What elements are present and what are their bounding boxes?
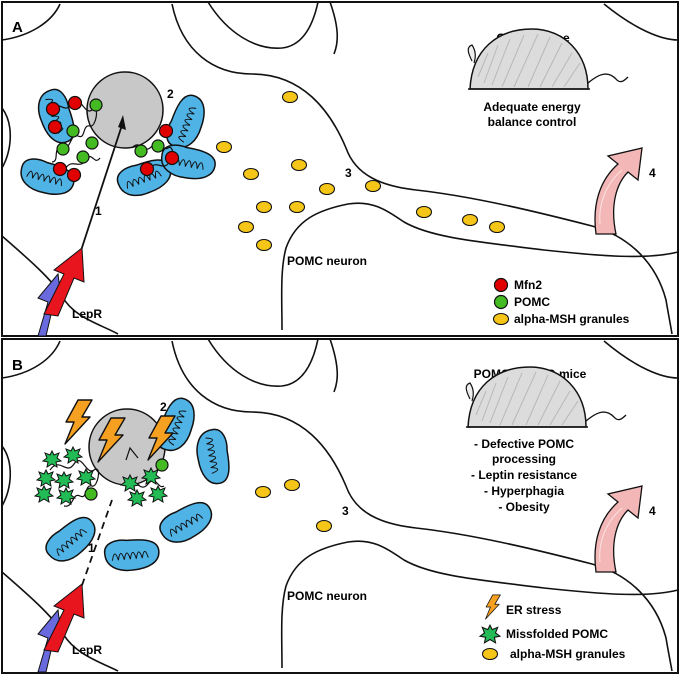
legend-item: alpha-MSH granules	[514, 312, 630, 326]
granule-legend-swatch	[492, 312, 510, 326]
panel-b-letter: B	[12, 357, 23, 374]
cell-outline	[1, 445, 12, 507]
outcome-line: balance control	[488, 115, 577, 129]
step-4-label: 4	[649, 166, 656, 180]
panel-b: B	[1, 338, 679, 674]
pomc-marker	[155, 458, 169, 472]
legend-item: ER stress	[506, 603, 562, 617]
pomc-legend-swatch	[493, 294, 509, 310]
neuron-outline-upper	[171, 3, 673, 335]
alpha-msh-granules	[215, 90, 506, 252]
signal-arrow-head	[118, 115, 126, 130]
panel-b-frame	[1, 338, 679, 674]
outcome-line: Adequate energy	[483, 100, 581, 114]
step-2-label: 2	[160, 400, 167, 414]
nucleus-mark	[125, 446, 139, 461]
step-4-label: 4	[649, 504, 656, 518]
mfn2-legend-swatch	[493, 277, 509, 293]
neuron-label: POMC neuron	[287, 254, 367, 268]
step-1-label: 1	[95, 204, 102, 218]
outcome-line: - Obesity	[498, 500, 550, 514]
lepr-label: LepR	[72, 307, 102, 321]
mfn2-markers	[45, 95, 180, 183]
pomc-markers	[56, 98, 165, 164]
cell-outline	[1, 107, 12, 169]
step-2-label: 2	[167, 87, 174, 101]
lepr-label: LepR	[72, 643, 102, 657]
granule-legend-swatch	[481, 647, 499, 661]
pomc-marker	[84, 487, 98, 501]
cell-outline	[329, 1, 339, 55]
cell-outline	[207, 338, 319, 387]
neuron-outline-lower	[280, 540, 679, 669]
cell-outline	[603, 340, 679, 379]
step-3-label: 3	[342, 504, 349, 518]
step-1-label: 1	[88, 541, 95, 555]
neuron-label: POMC neuron	[287, 589, 367, 603]
outcome-line: processing	[492, 452, 556, 466]
panel-a-letter: A	[12, 19, 23, 36]
outcome-line: - Defective POMC	[474, 437, 574, 451]
legend-item: POMC	[514, 295, 550, 309]
outcome-line: - Leptin resistance	[471, 468, 577, 482]
legend-item: Missfolded POMC	[506, 627, 608, 641]
neuron-outline-lower	[280, 202, 679, 331]
cell-outline	[1, 340, 61, 379]
legend-item: Mfn2	[514, 278, 542, 292]
cell-outline	[329, 338, 339, 393]
legend-a: Mfn2 POMC alpha-MSH granules	[492, 277, 630, 326]
legend-b: ER stress Missfolded POMC alpha-MSH gran…	[479, 594, 626, 661]
cell-outline	[603, 3, 679, 41]
alpha-msh-granules	[254, 478, 333, 533]
outcome-line: - Hyperphagia	[484, 484, 564, 498]
signal-arrow-1	[73, 121, 124, 273]
endoplasmic-reticulum	[49, 460, 100, 507]
legend-item: alpha-MSH granules	[510, 647, 626, 661]
step-3-label: 3	[345, 166, 352, 180]
panel-a: A	[1, 1, 679, 337]
neuron-outline-upper	[171, 340, 673, 672]
cell-outline	[1, 3, 61, 41]
cell-outline	[207, 1, 319, 49]
